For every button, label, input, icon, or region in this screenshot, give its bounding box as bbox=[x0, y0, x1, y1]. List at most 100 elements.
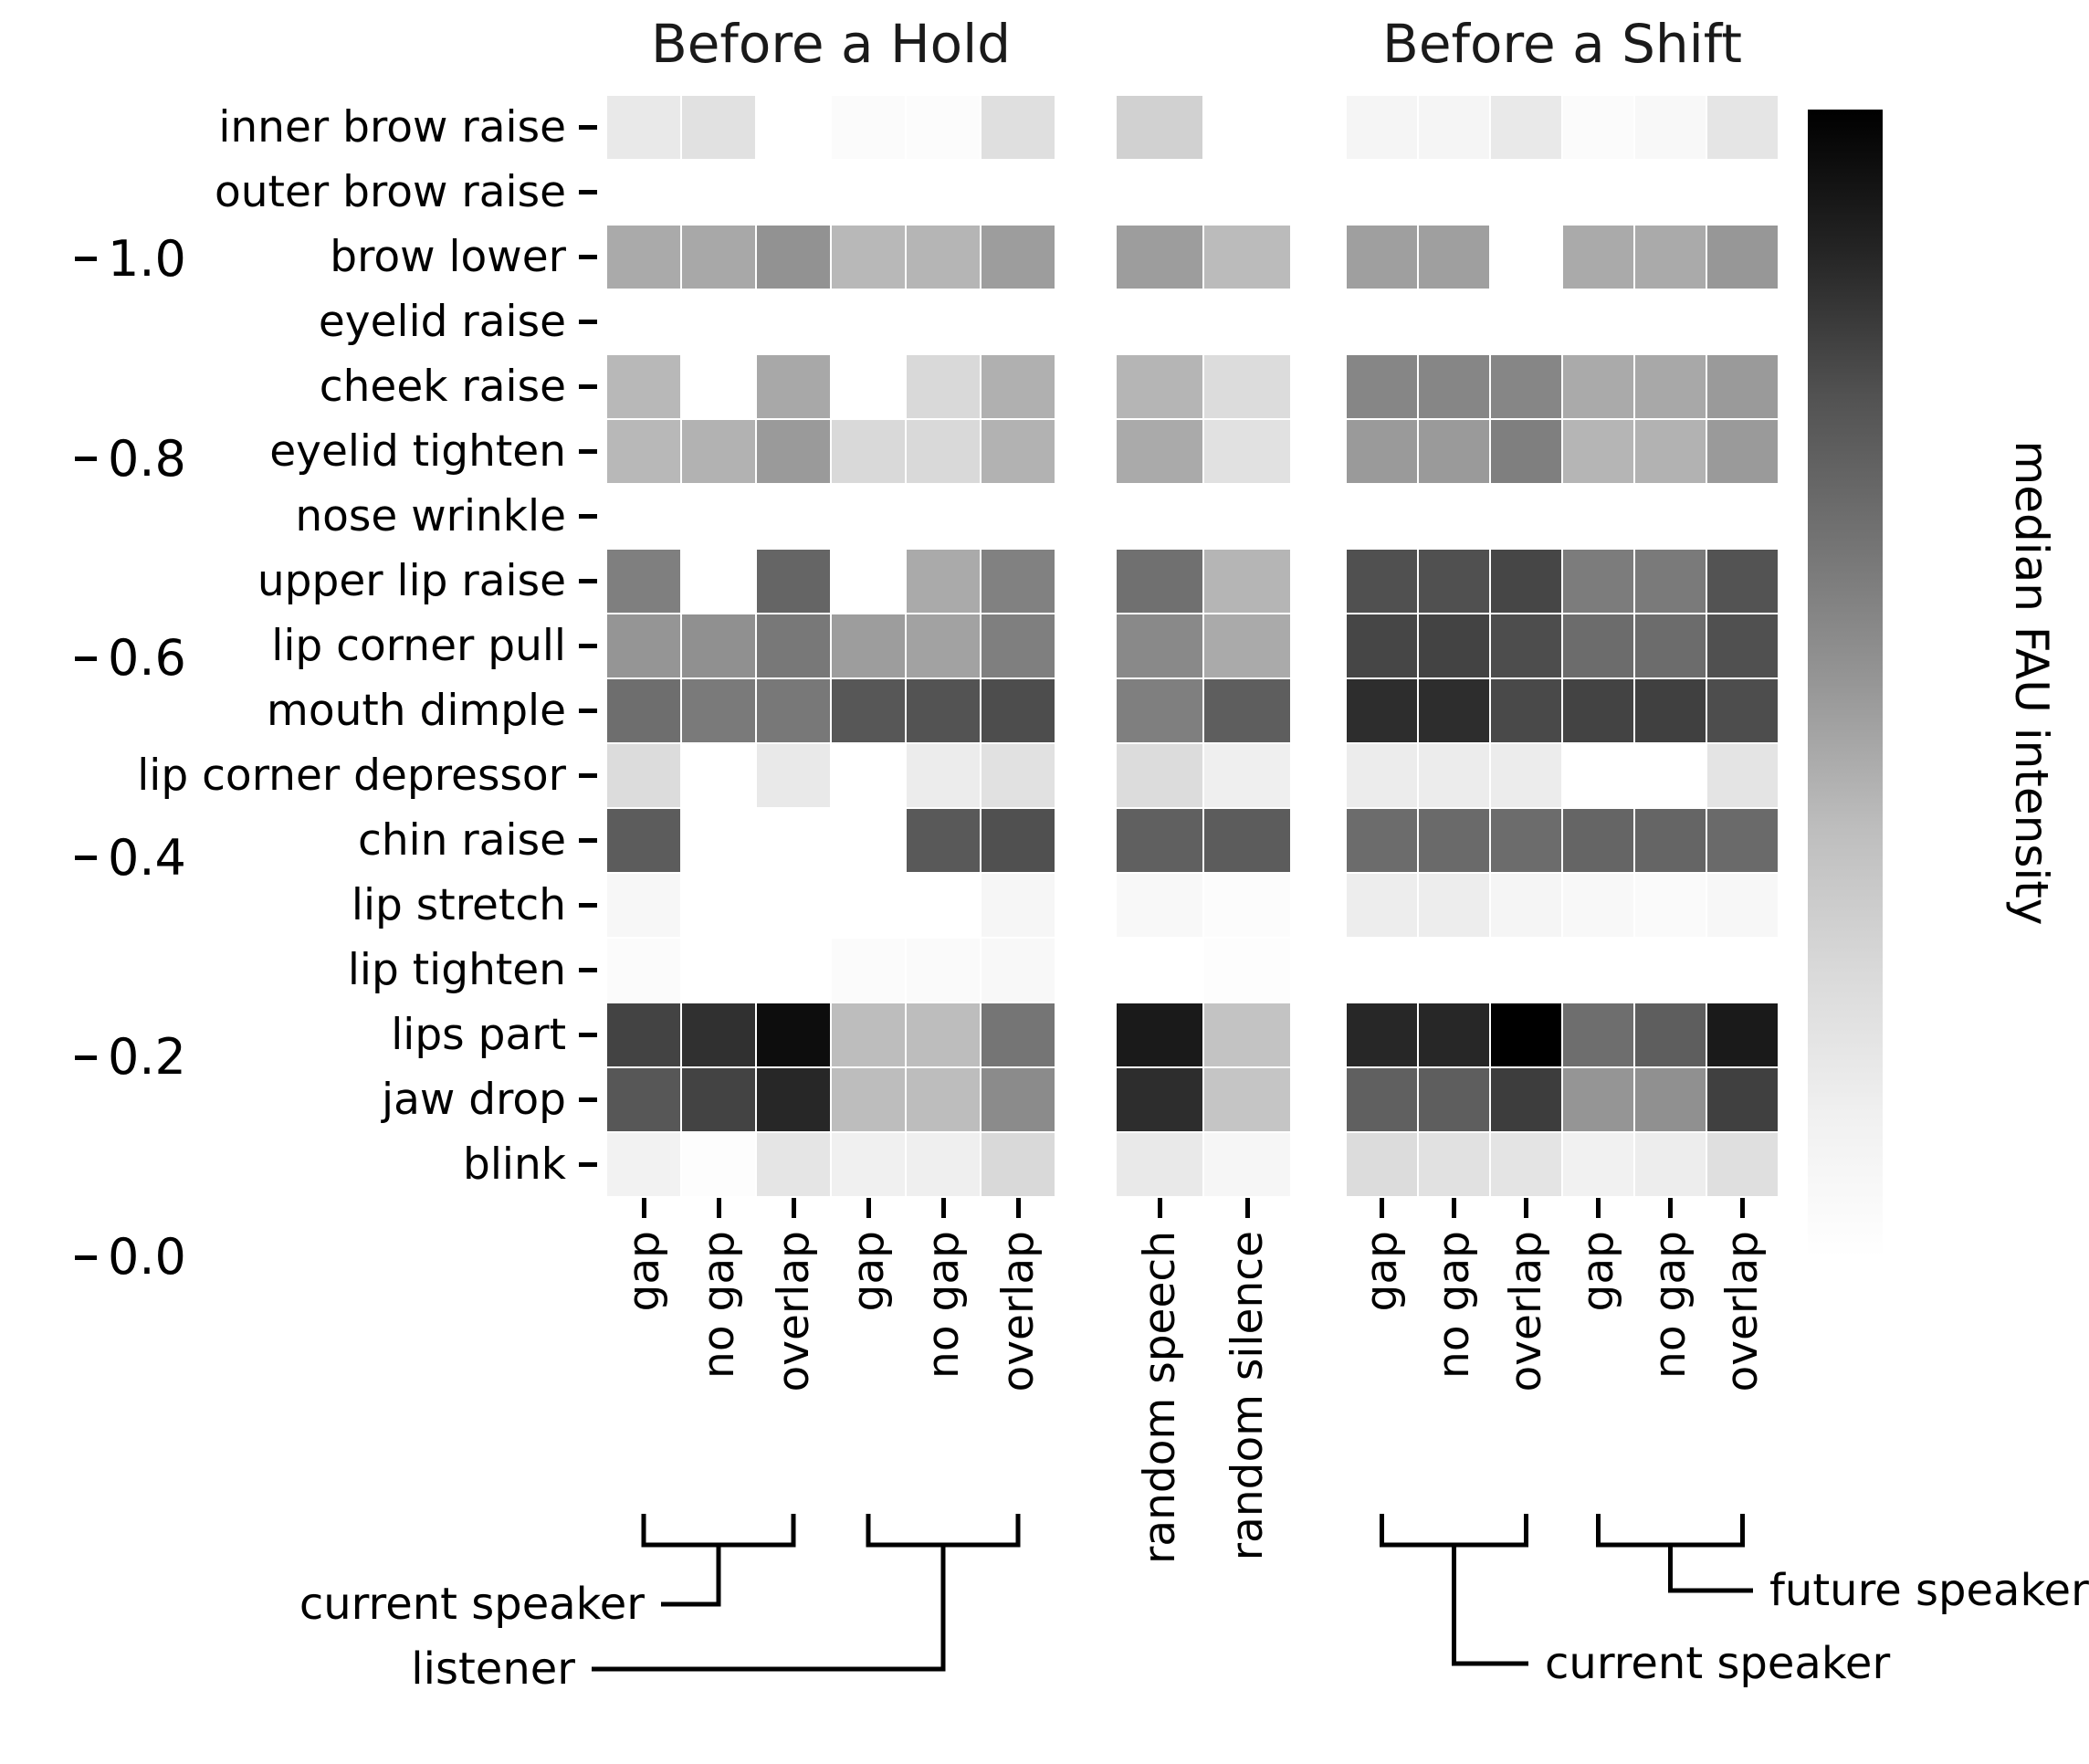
heatmap-cell bbox=[832, 744, 905, 807]
y-tick-mark bbox=[579, 384, 597, 389]
heatmap-cell bbox=[1419, 809, 1489, 872]
heatmap-cell bbox=[682, 744, 755, 807]
heatmap-cell bbox=[832, 939, 905, 1002]
group-gap bbox=[1056, 290, 1115, 353]
heatmap-cell bbox=[1491, 939, 1561, 1002]
heatmap-cell bbox=[1419, 679, 1489, 742]
group-gap bbox=[1292, 1068, 1345, 1131]
heatmap-cell bbox=[1635, 355, 1706, 418]
section-title-before-a-shift: Before a Shift bbox=[1382, 13, 1742, 75]
row-label: nose wrinkle bbox=[295, 491, 566, 541]
heatmap-cell bbox=[607, 226, 680, 289]
y-tick-mark bbox=[579, 579, 597, 583]
heatmap-cell bbox=[982, 161, 1055, 224]
heatmap-cell bbox=[1563, 550, 1633, 613]
heatmap-cell bbox=[757, 161, 830, 224]
heatmap-cell bbox=[907, 679, 980, 742]
heatmap-cell bbox=[1635, 614, 1706, 677]
heatmap-cell bbox=[1419, 96, 1489, 159]
heatmap-cell bbox=[1347, 1003, 1417, 1066]
heatmap-cell bbox=[1563, 614, 1633, 677]
heatmap-cell bbox=[1347, 1068, 1417, 1131]
heatmap-cell bbox=[757, 744, 830, 807]
heatmap-cell bbox=[1419, 485, 1489, 548]
heatmap-cell bbox=[907, 420, 980, 483]
heatmap-cell bbox=[907, 485, 980, 548]
y-tick-mark bbox=[579, 644, 597, 648]
y-tick-mark bbox=[579, 838, 597, 843]
group-gap bbox=[1056, 1003, 1115, 1066]
colorbar-tick-mark bbox=[75, 257, 97, 262]
row-label-item: chin raise bbox=[0, 809, 603, 872]
heatmap-cell bbox=[1707, 1133, 1778, 1196]
heatmap-cell bbox=[832, 874, 905, 937]
heatmap-cell bbox=[1491, 290, 1561, 353]
section-title-before-a-hold: Before a Hold bbox=[650, 13, 1012, 75]
heatmap-cell bbox=[1563, 679, 1633, 742]
speaker-annotation-label: future speaker bbox=[1769, 1565, 2089, 1616]
x-axis-label-cell: random speech bbox=[1117, 1198, 1202, 1565]
x-axis-label: overlap bbox=[1501, 1231, 1551, 1392]
row-label: eyelid tighten bbox=[269, 426, 566, 477]
heatmap-cell bbox=[682, 161, 755, 224]
heatmap-cell bbox=[982, 485, 1055, 548]
group-gap bbox=[1056, 809, 1115, 872]
y-tick-mark bbox=[579, 125, 597, 130]
heatmap-cell bbox=[682, 614, 755, 677]
group-gap bbox=[1056, 874, 1115, 937]
speaker-annotation-label: current speaker bbox=[299, 1579, 645, 1630]
heatmap-cell bbox=[1635, 679, 1706, 742]
heatmap-cell bbox=[982, 550, 1055, 613]
x-axis-label-cell: no gap bbox=[1419, 1198, 1489, 1563]
x-axis-label: random speech bbox=[1134, 1231, 1185, 1565]
heatmap-cell bbox=[1419, 290, 1489, 353]
group-gap bbox=[1056, 226, 1115, 289]
row-label: inner brow raise bbox=[218, 102, 566, 152]
y-tick-mark bbox=[579, 903, 597, 908]
group-gap bbox=[1056, 939, 1115, 1002]
heatmap-cell bbox=[1563, 226, 1633, 289]
heatmap-cell bbox=[682, 1068, 755, 1131]
heatmap-cell bbox=[1117, 96, 1202, 159]
heatmap-cell bbox=[607, 1003, 680, 1066]
heatmap-cell bbox=[757, 874, 830, 937]
heatmap-cell bbox=[757, 1068, 830, 1131]
heatmap-cell bbox=[1347, 744, 1417, 807]
heatmap-cell bbox=[1419, 420, 1489, 483]
heatmap-cell bbox=[607, 809, 680, 872]
heatmap-cell bbox=[1347, 485, 1417, 548]
group-gap bbox=[1292, 874, 1345, 937]
heatmap-cell bbox=[1419, 550, 1489, 613]
colorbar-tick-label: 0.4 bbox=[108, 828, 186, 887]
x-axis-label: gap bbox=[1573, 1231, 1623, 1312]
group-gap bbox=[1292, 744, 1345, 807]
heatmap-cell bbox=[1635, 1068, 1706, 1131]
heatmap-cell bbox=[682, 226, 755, 289]
row-label-item: blink bbox=[0, 1133, 603, 1196]
group-gap bbox=[1292, 1198, 1345, 1563]
colorbar-tick-mark bbox=[75, 656, 97, 661]
heatmap-cell bbox=[1563, 809, 1633, 872]
colorbar-tick-mark bbox=[75, 457, 97, 462]
heatmap-cell bbox=[1707, 809, 1778, 872]
row-label-item: mouth dimple bbox=[0, 679, 603, 742]
x-tick-mark bbox=[1157, 1198, 1162, 1218]
heatmap-cell bbox=[1204, 290, 1290, 353]
heatmap-cell bbox=[1419, 939, 1489, 1002]
heatmap-cell bbox=[1491, 96, 1561, 159]
x-axis-label: gap bbox=[618, 1231, 669, 1312]
heatmap-cell bbox=[832, 550, 905, 613]
heatmap-cell bbox=[1563, 161, 1633, 224]
heatmap-cell bbox=[757, 96, 830, 159]
colorbar-tick-label: 1.0 bbox=[108, 229, 186, 288]
heatmap-cell bbox=[1347, 290, 1417, 353]
heatmap-cell bbox=[1117, 355, 1202, 418]
heatmap-cell bbox=[1419, 874, 1489, 937]
group-gap bbox=[1292, 96, 1345, 159]
heatmap-cell bbox=[682, 809, 755, 872]
heatmap-cell bbox=[607, 1133, 680, 1196]
heatmap-cell bbox=[1491, 1133, 1561, 1196]
x-tick-mark bbox=[1380, 1198, 1384, 1218]
heatmap-cell bbox=[1347, 614, 1417, 677]
x-axis-label: random silence bbox=[1222, 1231, 1273, 1561]
